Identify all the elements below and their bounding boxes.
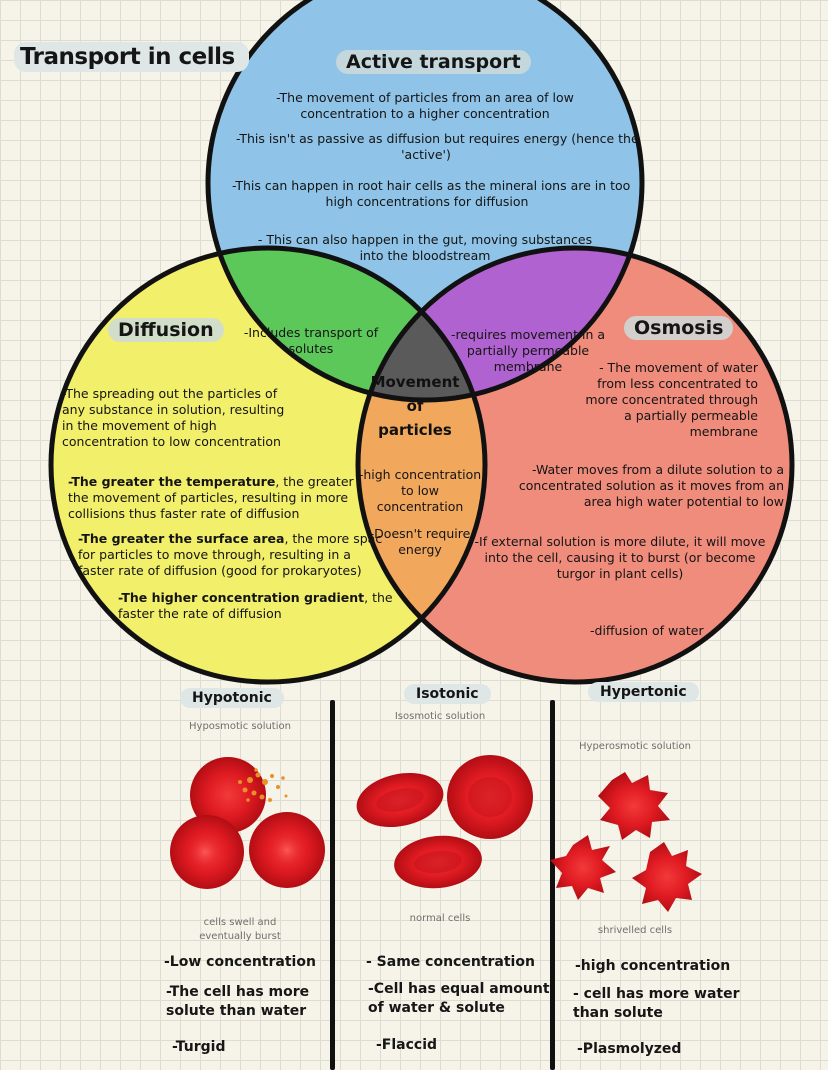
isotonic-subtitle: Isosmotic solution [394, 711, 486, 722]
page-title: Transport in cells [14, 42, 249, 72]
osmosis-text-4: -diffusion of water [590, 623, 704, 638]
diffusion-osmosis-text-2: -Doesn't require energy [369, 526, 471, 557]
divider-left [330, 700, 335, 1070]
isotonic-note-2: -Cell has equal amount of water & solute [368, 981, 550, 1016]
active-osmosis-text: -requires movement in a partially permea… [450, 327, 606, 374]
active-diffusion-overlap [208, 248, 485, 400]
active-text-3: -This can happen in root hair cells as t… [232, 178, 631, 209]
active-text-4: - This can also happen in the gut, movin… [257, 232, 593, 263]
hypertonic-subtitle: Hyperosmotic solution [579, 741, 691, 752]
hypotonic-subtitle: Hyposmotic solution [189, 721, 291, 732]
center-label: Movement of particles [370, 373, 460, 439]
hypotonic-note-3: -Turgid [172, 1039, 226, 1055]
diffusion-osmosis-text-1: -high concentration to low concentration [358, 467, 482, 514]
isotonic-caption: normal cells [409, 913, 471, 924]
osmosis-text-2: -Water moves from a dilute solution to a… [518, 462, 784, 509]
hypotonic-heading: Hypotonic [180, 688, 284, 708]
hypotonic-caption: cells swell and eventually burst [199, 917, 281, 942]
diffusion-text-4: -The higher concentration gradient, the … [118, 590, 393, 621]
osmosis-text-1: - The movement of water from less concen… [585, 360, 758, 439]
osmosis-heading: Osmosis [624, 316, 734, 340]
hypotonic-note-2: -The cell has more solute than water [166, 984, 310, 1019]
isotonic-heading: Isotonic [404, 684, 491, 704]
divider-right [550, 700, 555, 1070]
osmosis-text-3: -If external solution is more dilute, it… [474, 534, 766, 581]
isotonic-note-3: -Flaccid [376, 1037, 438, 1053]
diffusion-text-3: -The greater the surface area, the more … [78, 531, 383, 578]
venn-diagram [48, 0, 795, 685]
active-diffusion-text: -Includes transport of solutes [243, 325, 379, 356]
isotonic-cells [356, 755, 533, 889]
active-text-1: -The movement of particles from an area … [276, 90, 574, 121]
active-transport-heading: Active transport [336, 50, 531, 74]
hypertonic-note-1: -high concentration [575, 958, 731, 974]
hypertonic-note-2: - cell has more water than solute [573, 986, 740, 1021]
hypertonic-note-3: -Plasmolyzed [577, 1041, 682, 1057]
hypertonic-cells [550, 772, 702, 912]
hypertonic-caption: shrivelled cells [597, 925, 673, 936]
active-osmosis-overlap [358, 248, 642, 400]
diffusion-text-1: -The spreading out the particles of any … [62, 386, 285, 449]
hypotonic-note-1: -Low concentration [164, 954, 316, 970]
hypotonic-cells [170, 757, 325, 889]
diffusion-heading: Diffusion [108, 318, 224, 342]
isotonic-note-1: - Same concentration [366, 954, 535, 970]
diffusion-text-2: -The greater the temperature, the greate… [68, 474, 354, 521]
hypertonic-heading: Hypertonic [588, 682, 699, 702]
